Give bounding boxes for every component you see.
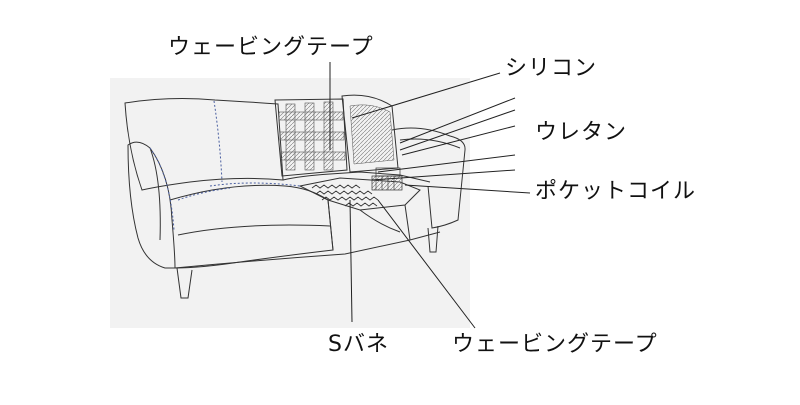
- label-silicone: シリコン: [505, 56, 598, 81]
- leader-s-spring: [349, 199, 353, 323]
- sofa-stitching: [149, 100, 301, 231]
- leader-urethane-3: [401, 125, 516, 156]
- leader-webbing-bottom: [377, 199, 476, 329]
- leader-urethane-2: [399, 109, 516, 151]
- label-s-spring: Sバネ: [328, 332, 389, 357]
- label-urethane: ウレタン: [535, 120, 628, 145]
- leader-urethane-5: [371, 169, 516, 181]
- leader-urethane-4: [377, 154, 516, 173]
- label-webbing-tape-bottom: ウェービングテープ: [452, 332, 658, 357]
- silicone-layer: [349, 104, 395, 165]
- label-webbing-tape-top: ウェービングテープ: [168, 35, 374, 60]
- label-pocket-coil: ポケットコイル: [535, 179, 697, 204]
- webbing-tape-back: [278, 101, 346, 171]
- leader-lines: [329, 62, 531, 329]
- leader-urethane-1: [399, 97, 516, 144]
- leader-silicone: [351, 72, 501, 119]
- leader-pocket-coil: [404, 184, 531, 194]
